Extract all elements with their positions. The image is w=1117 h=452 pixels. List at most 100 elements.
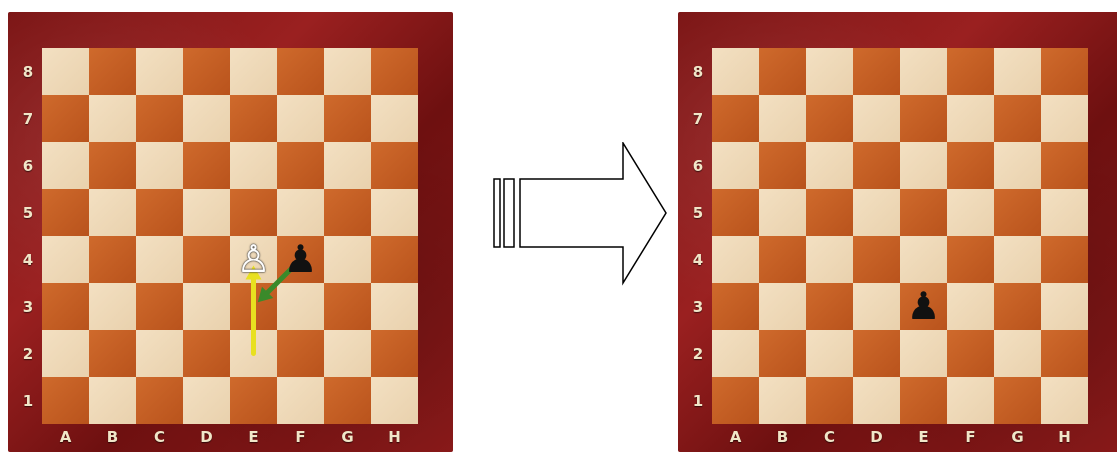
square-h5 [371, 189, 418, 236]
square-e5 [900, 189, 947, 236]
square-a1 [42, 377, 89, 424]
square-b8 [759, 48, 806, 95]
square-g6 [324, 142, 371, 189]
rank-label: 7 [690, 110, 706, 128]
square-e6 [900, 142, 947, 189]
rank-label: 1 [690, 392, 706, 410]
square-h6 [371, 142, 418, 189]
rank-label: 2 [690, 345, 706, 363]
square-c5 [806, 189, 853, 236]
square-h2 [371, 330, 418, 377]
square-c1 [806, 377, 853, 424]
square-f7 [277, 95, 324, 142]
square-h7 [371, 95, 418, 142]
square-g3 [324, 283, 371, 330]
square-f8 [277, 48, 324, 95]
square-a4 [42, 236, 89, 283]
square-b4 [89, 236, 136, 283]
rank-label: 2 [20, 345, 36, 363]
square-b8 [89, 48, 136, 95]
square-d1 [183, 377, 230, 424]
square-c4 [136, 236, 183, 283]
square-f3 [277, 283, 324, 330]
square-h1 [371, 377, 418, 424]
square-f8 [947, 48, 994, 95]
square-f1 [947, 377, 994, 424]
square-g8 [324, 48, 371, 95]
square-g8 [994, 48, 1041, 95]
square-d6 [183, 142, 230, 189]
square-g5 [324, 189, 371, 236]
square-g5 [994, 189, 1041, 236]
square-d6 [853, 142, 900, 189]
rank-label: 8 [690, 63, 706, 81]
square-f7 [947, 95, 994, 142]
square-f6 [277, 142, 324, 189]
square-h1 [1041, 377, 1088, 424]
square-h3 [371, 283, 418, 330]
rank-label: 4 [20, 251, 36, 269]
square-a5 [712, 189, 759, 236]
square-g4 [994, 236, 1041, 283]
square-c3 [806, 283, 853, 330]
square-h3 [1041, 283, 1088, 330]
square-b7 [89, 95, 136, 142]
square-g2 [324, 330, 371, 377]
square-c7 [136, 95, 183, 142]
square-a7 [42, 95, 89, 142]
rank-label: 5 [20, 204, 36, 222]
square-c8 [136, 48, 183, 95]
file-label: H [371, 428, 418, 446]
square-e7 [900, 95, 947, 142]
white-pawn-icon: ♙ [230, 236, 277, 283]
right-arrow-icon [493, 142, 668, 287]
file-label: G [324, 428, 371, 446]
file-label: B [89, 428, 136, 446]
square-d5 [183, 189, 230, 236]
square-d4 [853, 236, 900, 283]
square-a2 [42, 330, 89, 377]
square-g2 [994, 330, 1041, 377]
rank-label: 4 [690, 251, 706, 269]
square-f4 [947, 236, 994, 283]
file-label: B [759, 428, 806, 446]
file-label: D [183, 428, 230, 446]
square-b5 [759, 189, 806, 236]
rank-label: 8 [20, 63, 36, 81]
square-d8 [183, 48, 230, 95]
square-b6 [89, 142, 136, 189]
square-h5 [1041, 189, 1088, 236]
square-b1 [89, 377, 136, 424]
square-g7 [994, 95, 1041, 142]
square-c7 [806, 95, 853, 142]
file-label: H [1041, 428, 1088, 446]
square-c1 [136, 377, 183, 424]
square-e3 [230, 283, 277, 330]
square-e5 [230, 189, 277, 236]
square-g4 [324, 236, 371, 283]
square-c6 [806, 142, 853, 189]
square-h7 [1041, 95, 1088, 142]
square-a7 [712, 95, 759, 142]
file-label: A [712, 428, 759, 446]
square-g7 [324, 95, 371, 142]
board-squares [712, 48, 1088, 424]
square-e6 [230, 142, 277, 189]
square-d4 [183, 236, 230, 283]
square-g1 [324, 377, 371, 424]
rank-label: 6 [690, 157, 706, 175]
square-h8 [371, 48, 418, 95]
square-a1 [712, 377, 759, 424]
square-b2 [759, 330, 806, 377]
square-e2 [900, 330, 947, 377]
square-f2 [947, 330, 994, 377]
square-f2 [277, 330, 324, 377]
square-h8 [1041, 48, 1088, 95]
square-f1 [277, 377, 324, 424]
file-label: E [900, 428, 947, 446]
square-a5 [42, 189, 89, 236]
square-b4 [759, 236, 806, 283]
square-h2 [1041, 330, 1088, 377]
